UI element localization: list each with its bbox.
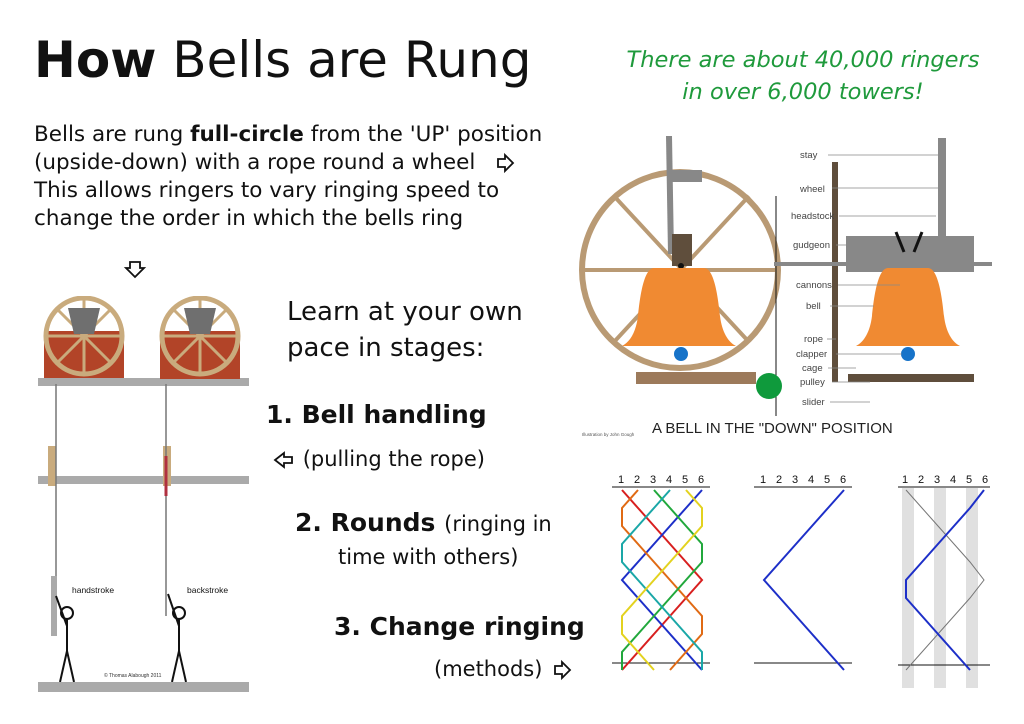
arrow-right-icon — [554, 659, 572, 681]
handstroke-label: handstroke — [72, 585, 114, 595]
label-wheel: wheel — [799, 184, 825, 195]
label-pulley: pulley — [800, 377, 825, 388]
clapper — [674, 347, 688, 361]
method-header-4: 4 — [950, 474, 956, 486]
headstock — [672, 234, 692, 266]
label-rope: rope — [804, 334, 823, 345]
ringer-bell-backstroke — [159, 296, 241, 379]
tagline: There are about 40,000 ringers in over 6… — [626, 47, 980, 105]
backstroke-label: backstroke — [187, 585, 228, 595]
method-header-6: 6 — [982, 474, 988, 486]
method-diagram-colored: 1 2 3 4 5 6 — [612, 474, 710, 671]
method-diagram-grey: 1 2 3 4 5 6 — [898, 474, 990, 688]
method-header-2: 2 — [918, 474, 924, 486]
headstock-side — [846, 236, 974, 272]
label-bell: bell — [806, 301, 821, 312]
label-slider: slider — [802, 397, 825, 408]
method-header-4: 4 — [666, 474, 672, 486]
method-header-1: 1 — [760, 474, 766, 486]
method-diagram-blue: 1 2 3 4 5 6 — [754, 474, 852, 671]
slider — [848, 374, 974, 382]
stage-2: 2. Rounds (ringing in — [295, 508, 552, 537]
ringers-credit: © Thomas Alabough 2011 — [104, 672, 162, 679]
method-header-5: 5 — [966, 474, 972, 486]
learn-heading: Learn at your own pace in stages: — [287, 297, 523, 363]
cage-base — [636, 372, 756, 384]
method-header-1: 1 — [902, 474, 908, 486]
label-gudgeon: gudgeon — [793, 240, 830, 251]
label-cannons: cannons — [796, 280, 832, 291]
arrow-down-icon — [123, 261, 147, 279]
method-header-6: 6 — [840, 474, 846, 486]
method-header-3: 3 — [934, 474, 940, 486]
method-header-3: 3 — [792, 474, 798, 486]
method-header-5: 5 — [682, 474, 688, 486]
ringer-figure-right — [167, 593, 187, 683]
method-header-5: 5 — [824, 474, 830, 486]
pulley — [756, 373, 782, 399]
arrow-left-icon — [273, 451, 293, 469]
intro-text: Bells are rung full-circle from the 'UP'… — [34, 122, 543, 231]
stay — [666, 136, 674, 254]
bell-down-diagram: stay wheel headstock gudgeon cannons bel… — [579, 136, 992, 437]
bell-diagram-credit: Illustration by John Gough — [582, 432, 635, 437]
bell-diagram-caption: A BELL IN THE "DOWN" POSITION — [652, 420, 893, 437]
method-header-2: 2 — [776, 474, 782, 486]
ringer-bell-handstroke — [38, 296, 249, 386]
stage-1-title: 1. Bell handling — [266, 400, 487, 429]
stage-3-note: (methods) — [434, 657, 575, 681]
method-header-4: 4 — [808, 474, 814, 486]
label-headstock: headstock — [791, 211, 835, 222]
arrow-right-icon — [497, 152, 515, 174]
page-title: How Bells are Rung — [34, 31, 532, 89]
method-header-2: 2 — [634, 474, 640, 486]
method-header-3: 3 — [650, 474, 656, 486]
method-header-6: 6 — [698, 474, 704, 486]
method-header-1: 1 — [618, 474, 624, 486]
ringer-figure-left — [55, 595, 75, 683]
bell-body — [622, 268, 736, 346]
label-clapper: clapper — [796, 349, 827, 360]
ringers-illustration: handstroke backstroke © Thomas Alabough … — [38, 296, 249, 692]
bell-body-side — [856, 268, 960, 346]
stage-2-note: time with others) — [338, 545, 519, 569]
label-cage: cage — [802, 363, 823, 374]
stage-1-note: (pulling the rope) — [272, 447, 485, 471]
stage-3-title: 3. Change ringing — [334, 612, 585, 641]
label-stay: stay — [800, 150, 818, 161]
